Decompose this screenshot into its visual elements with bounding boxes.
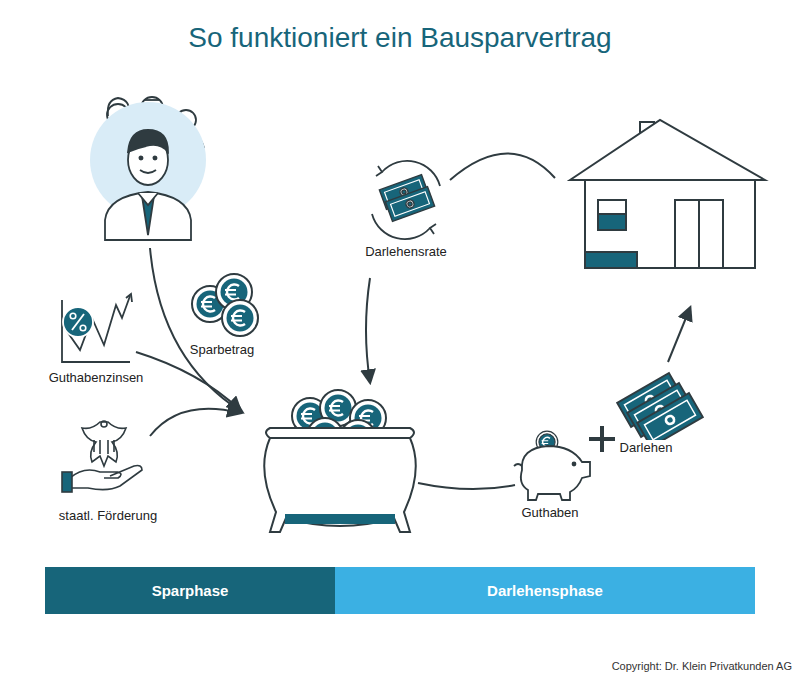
- icon-label: Darlehensrate: [363, 244, 449, 259]
- diagram-title: So funktioniert ein Bausparvertrag: [0, 22, 800, 54]
- icon-label: Guthabenzinsen: [47, 370, 146, 385]
- phase-band: Sparphase: [45, 567, 335, 614]
- icon-label: staatl. Förderung: [57, 508, 159, 523]
- plus-sign: [589, 426, 615, 452]
- icon-label: Sparbetrag: [188, 342, 256, 357]
- flow-arrows: [136, 153, 690, 489]
- state-subsidy-icon: [62, 421, 142, 492]
- loan-bills: [617, 373, 703, 447]
- copyright-note: Copyright: Dr. Klein Privatkunden AG: [612, 660, 792, 672]
- person-group: [90, 97, 206, 240]
- icon-label: Darlehen: [618, 440, 675, 455]
- phase-band: Darlehensphase: [335, 567, 755, 614]
- icon-label: Guthaben: [519, 505, 580, 520]
- loan-rate-icon: [372, 161, 440, 239]
- savings-pot: [264, 390, 416, 532]
- savings-coins: [192, 274, 258, 336]
- piggy-bank: [514, 431, 590, 500]
- interest-chart-icon: [62, 294, 132, 362]
- phase-label: Sparphase: [152, 582, 229, 599]
- phase-label: Darlehensphase: [487, 582, 603, 599]
- house: [570, 120, 765, 268]
